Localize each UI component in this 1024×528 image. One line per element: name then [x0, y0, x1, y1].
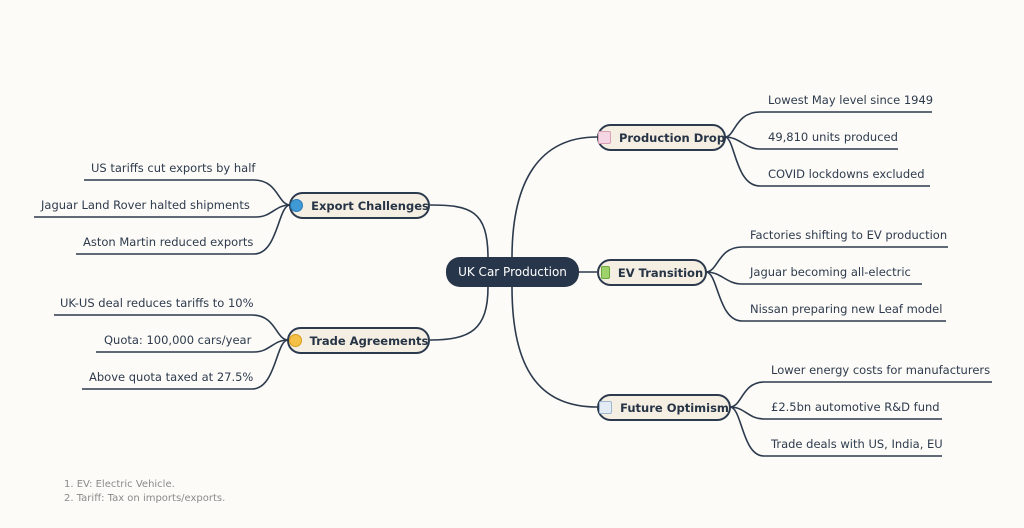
- leaf-item[interactable]: Lowest May level since 1949: [768, 93, 934, 107]
- branch-trade-agreements[interactable]: Trade Agreements: [287, 327, 430, 354]
- leaf-item[interactable]: UK-US deal reduces tariffs to 10%: [60, 296, 254, 310]
- root-node[interactable]: UK Car Production: [446, 257, 579, 287]
- battery-icon: [600, 266, 610, 279]
- globe-icon: [290, 199, 304, 212]
- branch-label: Trade Agreements: [309, 333, 429, 348]
- leaf-item[interactable]: Nissan preparing new Leaf model: [750, 302, 943, 316]
- leaf-item[interactable]: Quota: 100,000 cars/year: [104, 333, 252, 347]
- leaf-item[interactable]: Lower energy costs for manufacturers: [771, 363, 991, 377]
- handshake-icon: [288, 334, 302, 347]
- branch-label: Production Drop: [618, 130, 726, 145]
- leaf-item[interactable]: Jaguar Land Rover halted shipments: [41, 198, 250, 212]
- leaf-item[interactable]: 49,810 units produced: [768, 130, 898, 144]
- footnote: 2. Tariff: Tax on imports/exports.: [64, 493, 226, 504]
- branch-export-challenges[interactable]: Export Challenges: [289, 192, 430, 219]
- leaf-item[interactable]: Above quota taxed at 27.5%: [89, 370, 254, 384]
- chart-down-icon: [597, 131, 611, 144]
- leaf-item[interactable]: Aston Martin reduced exports: [83, 235, 254, 249]
- chart-up-icon: [599, 401, 613, 414]
- branch-label: Future Optimism: [620, 400, 729, 415]
- branch-label: EV Transition: [617, 265, 704, 280]
- leaf-item[interactable]: COVID lockdowns excluded: [768, 167, 925, 181]
- leaf-item[interactable]: £2.5bn automotive R&D fund: [771, 400, 940, 414]
- leaf-item[interactable]: US tariffs cut exports by half: [91, 161, 256, 175]
- branch-ev-transition[interactable]: EV Transition: [597, 259, 707, 286]
- leaf-item[interactable]: Jaguar becoming all-electric: [750, 265, 911, 279]
- footnotes: 1. EV: Electric Vehicle. 2. Tariff: Tax …: [64, 478, 225, 506]
- footnote: 1. EV: Electric Vehicle.: [64, 479, 175, 490]
- root-label: UK Car Production: [458, 265, 567, 279]
- branch-label: Export Challenges: [311, 198, 429, 213]
- leaf-item[interactable]: Trade deals with US, India, EU: [771, 437, 943, 451]
- leaf-item[interactable]: Factories shifting to EV production: [750, 228, 948, 242]
- branch-production-drop[interactable]: Production Drop: [597, 124, 726, 151]
- branch-future-optimism[interactable]: Future Optimism: [597, 394, 731, 421]
